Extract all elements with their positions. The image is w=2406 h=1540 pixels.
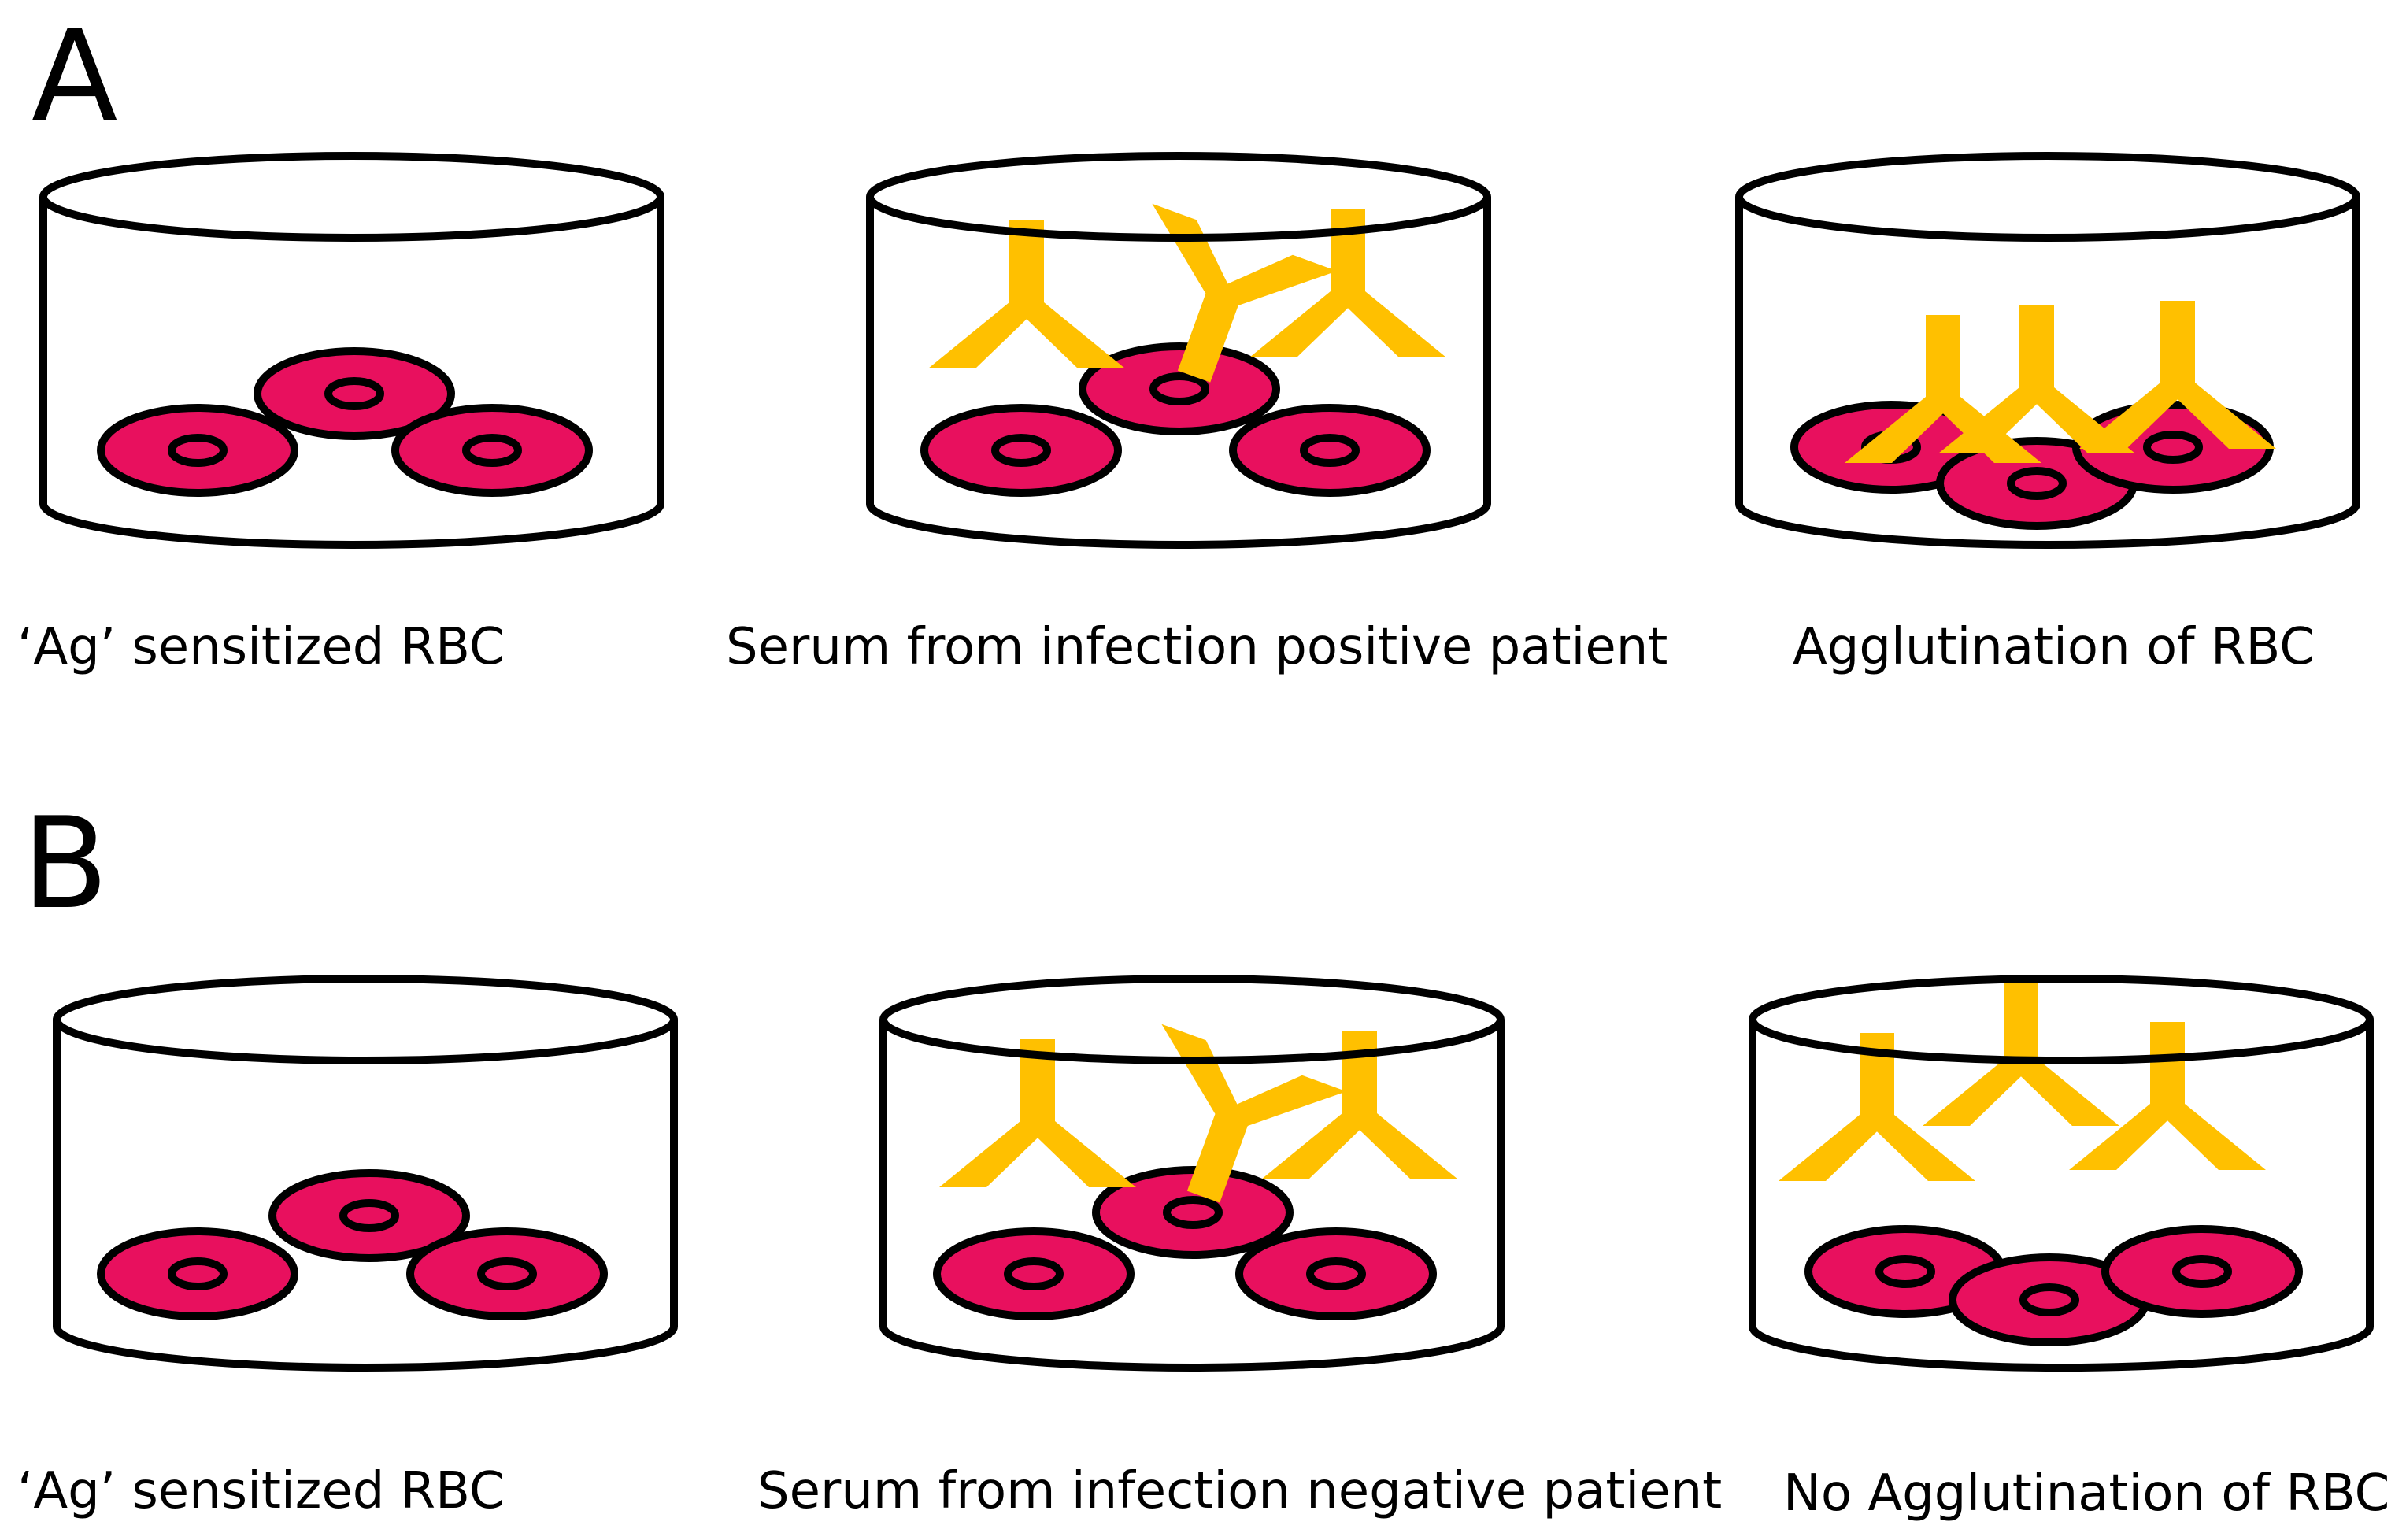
dish-b3-rbc-cluster: [1808, 1229, 2299, 1342]
dish-a1: ‘Ag’ sensitized RBC: [17, 152, 664, 676]
dish-caption: ‘Ag’ sensitized RBC: [17, 1462, 505, 1520]
dish-a2: Serum from infection positive patient: [726, 152, 1668, 676]
dish-a1-rbc-cluster: [101, 351, 589, 493]
dish-b2-rbc-cluster: [937, 1170, 1433, 1316]
petri-dish: [1735, 152, 2360, 549]
dish-b2: Serum from infection negative patient: [757, 975, 1722, 1520]
rbc-cell: [2105, 1229, 2299, 1314]
petri-dish: [866, 152, 1491, 549]
dish-a3-rbc-cluster: [1794, 405, 2270, 526]
petri-dish: [879, 975, 1505, 1372]
dish-b3: No Agglutination of RBC: [1749, 975, 2389, 1523]
panel-a: A ‘Ag’ sensitized RBC: [17, 2, 2360, 676]
dish-caption: Serum from infection positive patient: [726, 618, 1668, 676]
antibody-icon: [2069, 1022, 2266, 1170]
panel-label-b: B: [22, 790, 109, 937]
rbc-cell: [101, 408, 294, 493]
petri-dish: [53, 975, 678, 1372]
rbc-cell: [410, 1231, 604, 1316]
panel-b: B ‘Ag’ sensitized RBC: [17, 790, 2389, 1523]
dish-b1: ‘Ag’ sensitized RBC: [17, 975, 678, 1520]
dish-caption: ‘Ag’ sensitized RBC: [17, 618, 505, 676]
rbc-cell: [1233, 408, 1427, 493]
dish-caption: Serum from infection negative patient: [757, 1462, 1722, 1520]
unbound-antibodies: [1779, 978, 2266, 1181]
dish-caption: No Agglutination of RBC: [1783, 1464, 2389, 1523]
antibody-icon: [928, 220, 1125, 368]
dish-a2-rbc-cluster: [924, 346, 1427, 493]
dish-caption: Agglutination of RBC: [1793, 618, 2315, 676]
dish-b1-rbc-cluster: [101, 1173, 604, 1316]
antibody-icon: [1923, 978, 2119, 1126]
rbc-cell: [924, 408, 1118, 493]
petri-dish: [1749, 975, 2374, 1372]
panel-label-a: A: [31, 2, 117, 150]
rbc-cell: [937, 1231, 1131, 1316]
rbc-cell: [1239, 1231, 1433, 1316]
petri-dish: [39, 152, 664, 549]
rbc-cell: [395, 408, 589, 493]
rbc-cell: [101, 1231, 294, 1316]
dish-a3: Agglutination of RBC: [1735, 152, 2360, 676]
